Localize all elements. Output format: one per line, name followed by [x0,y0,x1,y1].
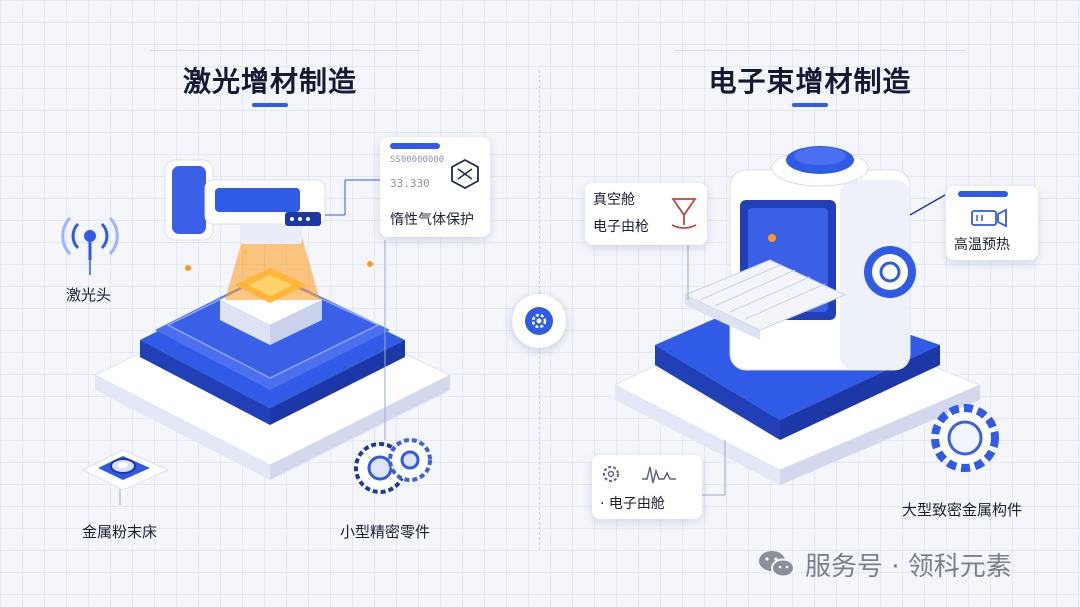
gear-icon [525,307,553,335]
preheat-card: 高温预热 [946,186,1038,260]
label-electron-gun: 电子由枪 [593,219,649,235]
electron-chamber-card: · 电子由舱 [592,455,702,519]
gas-molecule-icon [451,158,479,190]
heater-icon [971,208,1007,228]
title-rule [150,50,420,51]
title-underline [792,103,828,107]
label-vacuum-chamber: 真空舱 [593,192,635,208]
title-rule [675,50,965,51]
label-preheat: 高温预热 [954,237,1010,253]
card-code-1: SS00000000 [390,155,445,165]
title-underline [252,103,288,107]
wechat-icon [759,551,795,578]
label-large-parts: 大型致密金属构件 [902,501,1023,519]
label-laser-head: 激光头 [66,286,112,304]
laser-machine-illustration [89,159,452,505]
card-accent-bar [390,143,440,149]
waveform-icon [642,466,676,484]
label-powder-bed: 金属粉末床 [82,523,158,541]
label-precision-parts: 小型精密零件 [340,523,431,541]
vacuum-chamber-card: 真空舱 电子由枪 [585,183,707,245]
label-electron-chamber: · 电子由舱 [600,496,665,512]
precision-gear-icon [354,438,432,494]
laser-title: 激光增材制造 [182,65,357,98]
label-inert-gas: 惰性气体保护 [390,212,474,228]
ebeam-title: 电子束增材制造 [708,65,912,98]
card-code-2: 33.330 [390,177,430,190]
ebeam-machine-illustration [613,146,999,496]
center-gear-badge [512,294,566,348]
powder-bed-icon [81,449,170,491]
inert-gas-card: SS00000000 33.330 惰性气体保护 [380,137,490,237]
laser-am-panel: 激光增材制造 [61,50,490,541]
laser-head-icon [61,216,119,260]
settings-gear-icon [603,466,619,482]
vacuum-funnel-icon [671,198,697,229]
ebeam-am-panel: 电子束增材制造 [540,0,1080,607]
card-accent-bar [958,191,1008,197]
watermark-text: 服务号 · 领科元素 [805,552,1012,582]
